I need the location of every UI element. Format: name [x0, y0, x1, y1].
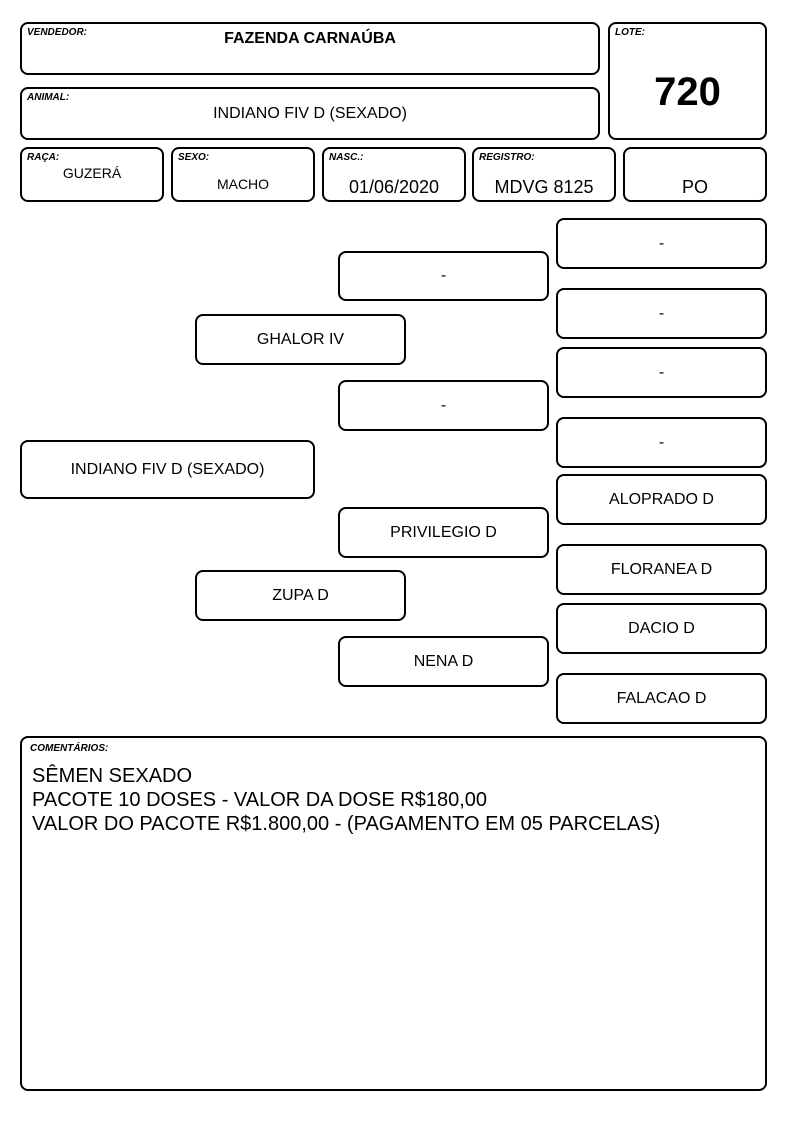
registro-label: REGISTRO:	[479, 152, 535, 163]
comment-line: SÊMEN SEXADO	[32, 765, 193, 787]
nasc-value: 01/06/2020	[348, 177, 440, 197]
pedigree-dam: ZUPA D	[195, 570, 406, 621]
lote-value: 720	[654, 70, 721, 114]
raca-value: GUZERÁ	[62, 165, 122, 181]
raca-box: RAÇA: GUZERÁ	[20, 147, 164, 202]
animal-box: ANIMAL: INDIANO FIV D (SEXADO)	[20, 87, 600, 140]
animal-label: ANIMAL:	[27, 92, 70, 103]
pedigree-ggp-8: FALACAO D	[556, 673, 767, 724]
nasc-label: NASC.:	[329, 152, 364, 163]
pedigree-animal: INDIANO FIV D (SEXADO)	[20, 440, 315, 499]
animal-value: INDIANO FIV D (SEXADO)	[213, 105, 407, 122]
categoria-value: PO	[681, 177, 708, 197]
pedigree-ggp-7: DACIO D	[556, 603, 767, 654]
comments-text: SÊMEN SEXADO PACOTE 10 DOSES - VALOR DA …	[32, 764, 660, 836]
sexo-box: SEXO: MACHO	[171, 147, 315, 202]
pedigree-ggp-5: ALOPRADO D	[556, 474, 767, 525]
pedigree-dam-sire: PRIVILEGIO D	[338, 507, 549, 558]
lote-box: LOTE: 720	[608, 22, 767, 140]
vendedor-box: VENDEDOR: FAZENDA CARNAÚBA	[20, 22, 600, 75]
pedigree-ggp-3: -	[556, 347, 767, 398]
pedigree-dam-dam: NENA D	[338, 636, 549, 687]
pedigree-ggp-4: -	[556, 417, 767, 468]
pedigree-ggp-1: -	[556, 218, 767, 269]
vendedor-value: FAZENDA CARNAÚBA	[224, 30, 396, 47]
registro-box: REGISTRO: MDVG 8125	[472, 147, 616, 202]
lote-label: LOTE:	[615, 27, 645, 38]
comment-line: PACOTE 10 DOSES - VALOR DA DOSE R$180,00	[32, 789, 487, 811]
pedigree-sire-dam: -	[338, 380, 549, 431]
registro-value: MDVG 8125	[494, 177, 594, 197]
comments-box: COMENTÁRIOS: SÊMEN SEXADO PACOTE 10 DOSE…	[20, 736, 767, 1091]
comment-line: VALOR DO PACOTE R$1.800,00 - (PAGAMENTO …	[32, 813, 661, 835]
sexo-label: SEXO:	[178, 152, 210, 163]
pedigree-sire-sire: -	[338, 251, 549, 301]
nasc-box: NASC.: 01/06/2020	[322, 147, 466, 202]
pedigree-ggp-2: -	[556, 288, 767, 339]
pedigree-sire: GHALOR IV	[195, 314, 406, 365]
comments-label: COMENTÁRIOS:	[30, 743, 109, 754]
sexo-value: MACHO	[216, 176, 270, 192]
pedigree-ggp-6: FLORANEA D	[556, 544, 767, 595]
vendedor-label: VENDEDOR:	[27, 27, 88, 38]
categoria-box: PO	[623, 147, 767, 202]
raca-label: RAÇA:	[27, 152, 60, 163]
